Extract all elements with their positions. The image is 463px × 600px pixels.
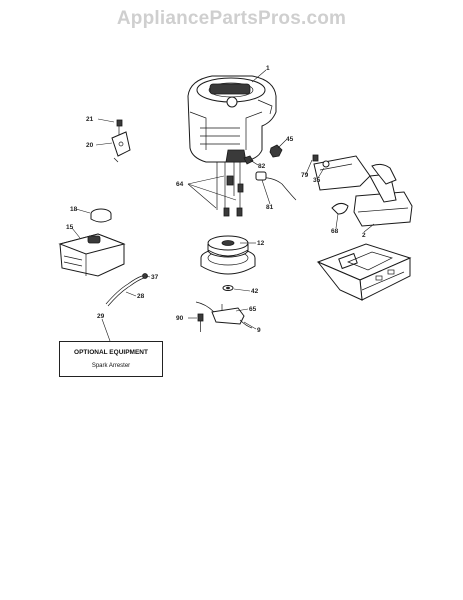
optional-equipment-box: OPTIONAL EQUIPMENT Spark Arrester <box>59 341 163 377</box>
callout-81: 81 <box>266 204 274 211</box>
mounting-plate-icon <box>316 243 412 301</box>
callout-79: 79 <box>301 172 309 179</box>
callout-9: 9 <box>257 327 261 334</box>
fuel-line-icon <box>255 177 297 201</box>
callout-12: 12 <box>257 240 265 247</box>
callout-18: 18 <box>70 206 78 213</box>
callout-42: 42 <box>251 288 259 295</box>
callout-37: 37 <box>151 274 159 281</box>
callout-45: 45 <box>286 136 294 143</box>
callout-68: 68 <box>331 228 339 235</box>
optional-equipment-title: OPTIONAL EQUIPMENT <box>74 349 148 356</box>
callout-65: 65 <box>249 306 257 313</box>
watermark-text: AppliancePartsPros.com <box>116 8 347 29</box>
callout-64: 64 <box>176 181 184 188</box>
callout-20: 20 <box>86 142 94 149</box>
bracket-icon <box>111 119 131 163</box>
fuel-tank-icon <box>58 233 126 277</box>
callout-35: 35 <box>313 177 321 184</box>
callout-1: 1 <box>266 65 270 72</box>
callout-28: 28 <box>137 293 145 300</box>
callout-15: 15 <box>66 224 74 231</box>
callout-90: 90 <box>176 315 184 322</box>
callout-29: 29 <box>97 313 105 320</box>
gas-cap-icon <box>90 208 112 223</box>
callout-21: 21 <box>86 116 94 123</box>
engine-icon <box>187 75 277 163</box>
spark-arrester-label: Spark Arrester <box>91 363 131 369</box>
pulley-icon <box>200 235 256 275</box>
muffler-icon <box>312 154 413 227</box>
callout-82: 82 <box>258 163 266 170</box>
callout-2: 2 <box>362 232 366 239</box>
